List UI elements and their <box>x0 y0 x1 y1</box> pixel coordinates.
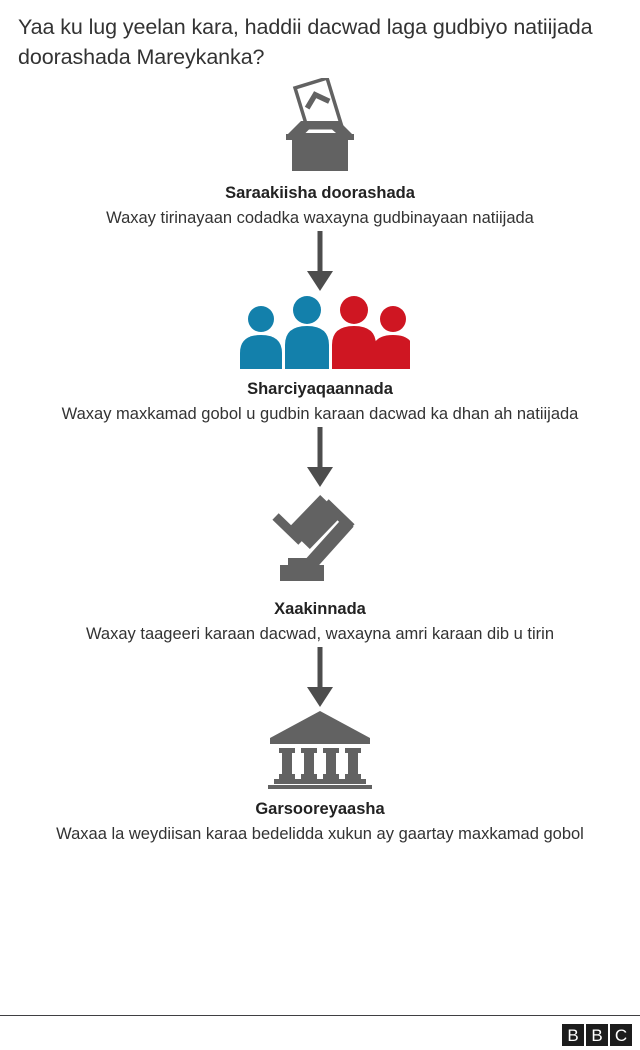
flow-step-election-officials: Saraakiisha doorashada Waxay tirinayaan … <box>0 78 640 231</box>
step-heading: Sharciyaqaannada <box>247 380 393 398</box>
step-description: Waxaa la weydiisan karaa bedelidda xukun… <box>56 825 584 843</box>
page-title: Yaa ku lug yeelan kara, haddii dacwad la… <box>18 15 593 69</box>
step-description: Waxay taageeri karaan dacwad, waxayna am… <box>85 625 555 643</box>
flow-step-lawyers: Sharciyaqaannada Waxay maxkamad gobol u … <box>0 293 640 427</box>
footer-divider <box>0 1015 640 1016</box>
bbc-logo-letter-1: B <box>562 1024 584 1046</box>
bbc-logo: B B C <box>562 1024 632 1046</box>
courthouse-icon <box>266 709 374 789</box>
bbc-logo-letter-2: B <box>586 1024 608 1046</box>
flow-step-supreme-court: Garsooreyaasha Waxaa la weydiisan karaa … <box>0 709 640 847</box>
step-heading: Garsooreyaasha <box>255 800 385 818</box>
step-heading: Saraakiisha doorashada <box>225 184 415 202</box>
arrow-down-3 <box>0 647 640 709</box>
flow-diagram: Saraakiisha doorashada Waxay tirinayaan … <box>0 78 640 847</box>
step-description: Waxay tirinayaan codadka waxayna gudbina… <box>106 209 534 227</box>
gavel-icon <box>256 489 384 589</box>
bbc-logo-letter-3: C <box>610 1024 632 1046</box>
flow-step-judges: Xaakinnada Waxay taageeri karaan dacwad,… <box>0 489 640 647</box>
step-description: Waxay maxkamad gobol u gudbin karaan dac… <box>61 405 579 423</box>
ballot-box-icon <box>260 78 380 173</box>
people-group-icon <box>230 293 410 369</box>
step-heading: Xaakinnada <box>274 600 366 618</box>
arrow-down-1 <box>0 231 640 293</box>
arrow-down-2 <box>0 427 640 489</box>
